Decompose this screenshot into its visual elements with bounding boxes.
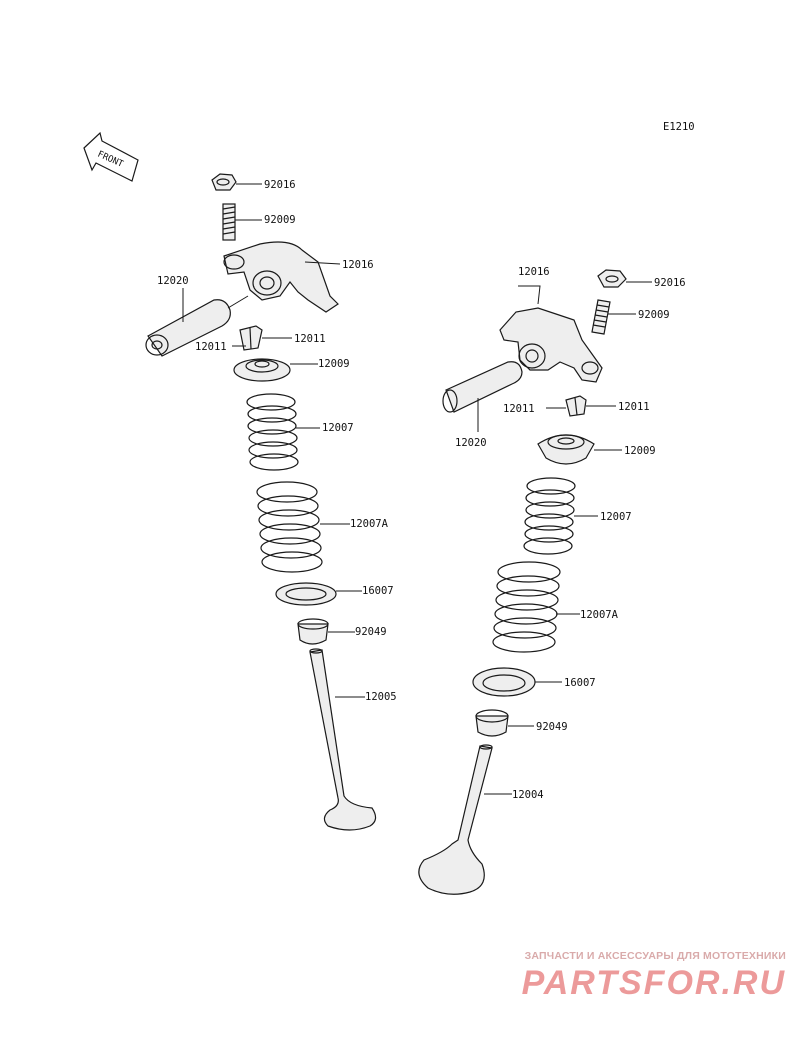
left-rocker-shaft: 12020 xyxy=(145,275,249,357)
right-assembly: 12016 92016 92009 12020 12011 xyxy=(418,266,686,895)
label-12020-left: 12020 xyxy=(157,275,189,287)
watermark-tagline: ЗАПЧАСТИ И АКСЕССУАРЫ ДЛЯ МОТОТЕХНИКИ xyxy=(524,950,786,962)
right-spring-seat: 16007 xyxy=(472,667,596,697)
left-collets: 12011 12011 xyxy=(195,325,326,353)
right-rocker-arm: 12016 xyxy=(499,266,603,383)
left-rocker-arm: 12016 xyxy=(223,241,374,313)
label-92049-right: 92049 xyxy=(536,721,568,733)
label-16007-left: 16007 xyxy=(362,585,394,597)
right-rocker-shaft: 12020 xyxy=(442,361,523,449)
label-12016-right: 12016 xyxy=(518,266,550,278)
right-inner-spring: 12007 xyxy=(523,477,632,555)
right-adjust-screw: 92009 xyxy=(591,299,670,335)
label-12011-left-a: 12011 xyxy=(294,333,326,345)
label-12007A-left: 12007A xyxy=(350,518,389,530)
left-inner-spring: 12007 xyxy=(246,393,354,471)
left-adjust-screw: 92009 xyxy=(222,203,296,241)
left-outer-spring: 12007A xyxy=(256,481,389,573)
label-12007-right: 12007 xyxy=(600,511,632,523)
right-nut: 92016 xyxy=(597,269,686,289)
right-valve: 12004 xyxy=(418,744,544,895)
label-12020-right: 12020 xyxy=(455,437,487,449)
label-12011-right-b: 12011 xyxy=(618,401,650,413)
label-12009-right: 12009 xyxy=(624,445,656,457)
label-12005-left: 12005 xyxy=(365,691,397,703)
label-92016-right: 92016 xyxy=(654,277,686,289)
left-retainer: 12009 xyxy=(233,358,350,382)
watermark-logo: PARTSFOR.RU xyxy=(521,964,786,1002)
watermark: ЗАПЧАСТИ И АКСЕССУАРЫ ДЛЯ МОТОТЕХНИКИ PA… xyxy=(522,950,786,1003)
label-92009-left: 92009 xyxy=(264,214,296,226)
label-12007A-right: 12007A xyxy=(580,609,619,621)
right-retainer: 12009 xyxy=(537,434,656,465)
right-stem-seal: 92049 xyxy=(475,709,568,737)
left-assembly: 92016 92009 12016 12020 xyxy=(145,173,397,831)
label-92009-right: 92009 xyxy=(638,309,670,321)
right-outer-spring: 12007A xyxy=(492,561,619,653)
label-12004-right: 12004 xyxy=(512,789,544,801)
label-92016-left: 92016 xyxy=(264,179,296,191)
label-12016-left: 12016 xyxy=(342,259,374,271)
label-12007-left: 12007 xyxy=(322,422,354,434)
label-12011-right-a: 12011 xyxy=(503,403,535,415)
left-stem-seal: 92049 xyxy=(297,618,387,645)
front-arrow-label: FRONT xyxy=(96,150,125,170)
left-valve: 12005 xyxy=(309,648,397,831)
label-12009-left: 12009 xyxy=(318,358,350,370)
front-arrow-icon: FRONT xyxy=(83,131,139,182)
left-nut: 92016 xyxy=(211,173,296,191)
figure-code: E1210 xyxy=(663,121,695,133)
label-92049-left: 92049 xyxy=(355,626,387,638)
left-spring-seat: 16007 xyxy=(275,582,394,606)
label-12011-left-b: 12011 xyxy=(195,341,227,353)
label-16007-right: 16007 xyxy=(564,677,596,689)
right-collets: 12011 12011 xyxy=(503,395,650,417)
